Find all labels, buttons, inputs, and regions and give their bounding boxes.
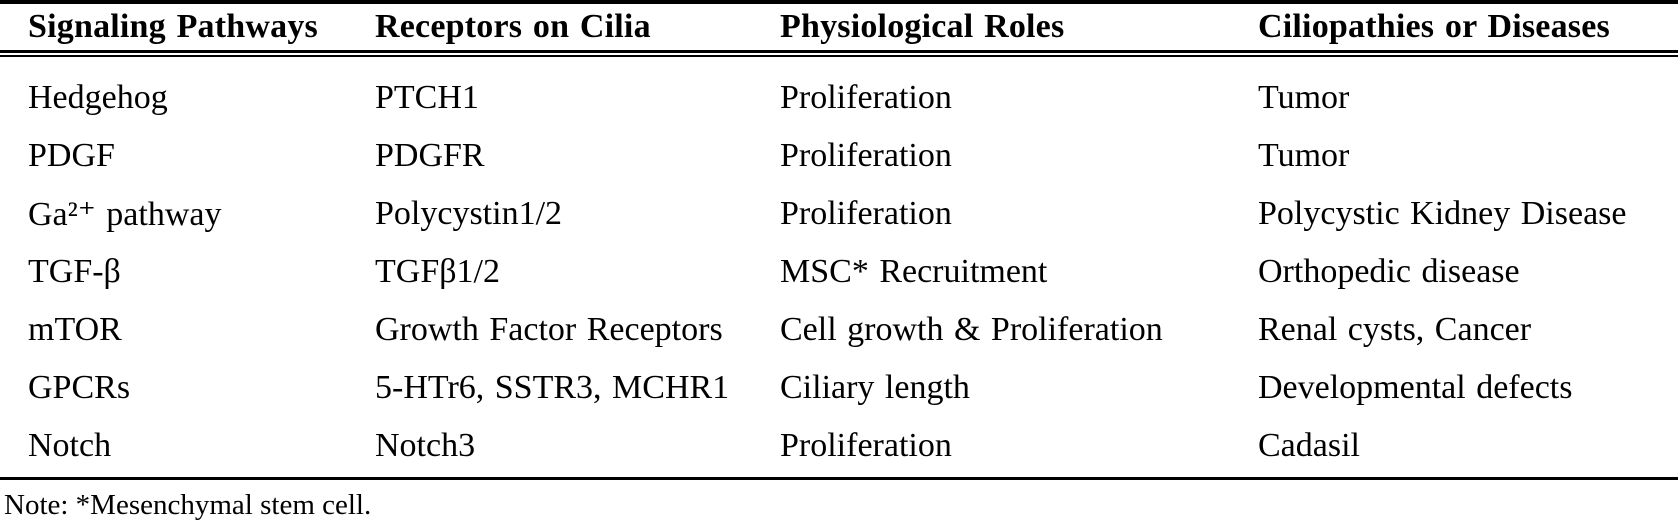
table-cell: Cadasil (1258, 427, 1360, 464)
table-cell: Hedgehog (28, 79, 168, 116)
table-row-tgf-beta: TGF-β TGFβ1/2 MSC* Recruitment Orthopedi… (0, 243, 1678, 301)
table-header-rule (0, 50, 1678, 57)
table-bottom-rule (0, 477, 1678, 480)
table-body: Hedgehog PTCH1 Proliferation Tumor PDGF … (0, 57, 1678, 475)
table-cell: Notch (28, 427, 112, 464)
table-footnote: Note: *Mesenchymal stem cell. (4, 489, 372, 521)
table-top-rule (0, 0, 1678, 4)
table-cell: Notch3 (375, 427, 476, 464)
table-cell: MSC* Recruitment (780, 253, 1048, 290)
table-cell: Proliferation (780, 79, 952, 116)
table-cell: PDGFR (375, 137, 485, 174)
table-row-mtor: mTOR Growth Factor Receptors Cell growth… (0, 301, 1678, 359)
table-cell: Tumor (1258, 79, 1350, 116)
table-row-hedgehog: Hedgehog PTCH1 Proliferation Tumor (0, 69, 1678, 127)
table-cell: Tumor (1258, 137, 1350, 174)
table-row-pdgf: PDGF PDGFR Proliferation Tumor (0, 127, 1678, 185)
table-cell: Developmental defects (1258, 369, 1573, 406)
table-cell: Ga²⁺ pathway (28, 196, 222, 233)
table-cell: Proliferation (780, 137, 952, 174)
header-cell-receptors-on-cilia: Receptors on Cilia (375, 8, 651, 45)
table-cell: Growth Factor Receptors (375, 311, 723, 348)
table-cell: Renal cysts, Cancer (1258, 311, 1532, 348)
table-row-notch: Notch Notch3 Proliferation Cadasil (0, 417, 1678, 475)
table-cell: Orthopedic disease (1258, 253, 1520, 290)
header-cell-signaling-pathways: Signaling Pathways (28, 8, 318, 45)
table-cell: PTCH1 (375, 79, 479, 116)
table-cell: Cell growth & Proliferation (780, 311, 1163, 348)
table-cell: PDGF (28, 137, 115, 174)
table-cell: Proliferation (780, 427, 952, 464)
table-header-row: Signaling Pathways Receptors on Cilia Ph… (0, 4, 1678, 50)
table-row-gpcrs: GPCRs 5-HTr6, SSTR3, MCHR1 Ciliary lengt… (0, 359, 1678, 417)
header-cell-ciliopathies-or-diseases: Ciliopathies or Diseases (1258, 8, 1610, 45)
table-cell: GPCRs (28, 369, 131, 406)
table-cell: Proliferation (780, 195, 952, 232)
table-cell: 5-HTr6, SSTR3, MCHR1 (375, 369, 730, 406)
table-cell: TGF-β (28, 253, 121, 290)
table-cell: TGFβ1/2 (375, 253, 500, 290)
table-row-ga-pathway: Ga²⁺ pathway Polycystin1/2 Proliferation… (0, 185, 1678, 243)
table-cell: mTOR (28, 311, 122, 348)
header-cell-physiological-roles: Physiological Roles (780, 8, 1065, 45)
table-cell: Polycystic Kidney Disease (1258, 195, 1627, 232)
table-cell: Ciliary length (780, 369, 970, 406)
table-cell: Polycystin1/2 (375, 195, 563, 232)
